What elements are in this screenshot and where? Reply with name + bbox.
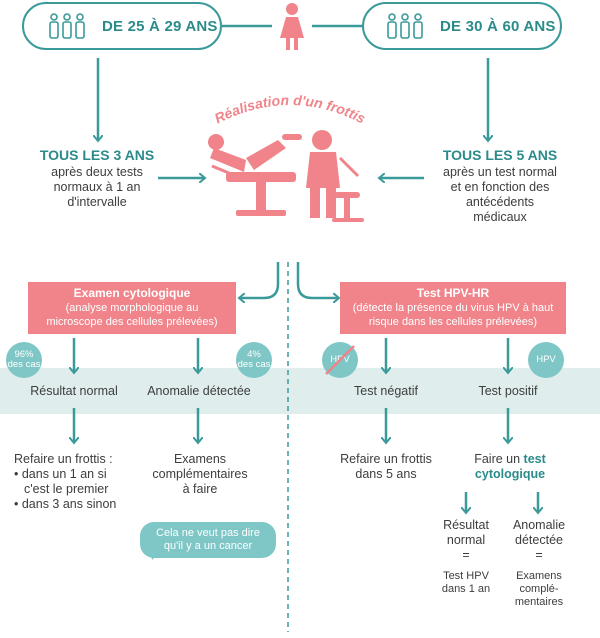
result-normal: Résultat normal	[30, 384, 118, 398]
test-positive: Test positif	[478, 384, 538, 398]
bubble-line: Cela ne veut pas dire	[156, 527, 260, 539]
age-label-right: DE 30 À 60 ANS	[440, 17, 556, 35]
sub-result-line: Résultat	[443, 518, 489, 532]
cytology-box: Examen cytologique (analyse morphologiqu…	[28, 282, 236, 334]
right-frequency-line: et en fonction des	[450, 180, 550, 194]
strike-icon	[325, 345, 355, 375]
hpv-line: risque dans les cellules prélevées)	[368, 316, 538, 328]
percent-4-badge: 4% des cas	[236, 342, 272, 378]
reassurance-bubble: Cela ne veut pas dire qu'il y a un cance…	[140, 522, 276, 558]
sub-result-small: dans 1 an	[441, 583, 491, 595]
left-frequency-title: TOUS LES 3 ANS	[39, 147, 155, 163]
negative-followup: Refaire un frottis dans 5 ans	[330, 452, 442, 482]
percent-caption: des cas	[7, 359, 41, 370]
sub-result-normal-action: Test HPV dans 1 an	[430, 570, 502, 596]
percent-value: 96%	[14, 349, 34, 360]
positive-followup-bold: test	[523, 452, 546, 466]
woman-icon	[280, 3, 304, 50]
anomaly-followup-line: à faire	[182, 482, 218, 496]
bubble-tail-icon	[150, 548, 164, 560]
anomaly-followup-line: complémentaires	[152, 467, 248, 481]
positive-followup: Faire un test cytologique	[452, 452, 568, 482]
anomaly-followup: Examens complémentaires à faire	[140, 452, 260, 497]
sub-result-small: Examens	[516, 570, 562, 582]
cytology-line: (analyse morphologique au	[65, 302, 199, 314]
sub-result-small: mentaires	[514, 596, 564, 608]
hpv-line: (détecte la présence du virus HPV à haut	[352, 302, 554, 314]
sub-result-line: Anomalie	[512, 518, 566, 532]
left-frequency-line: après deux tests	[51, 165, 143, 179]
age-pill-30-60: DE 30 À 60 ANS	[362, 2, 562, 50]
sub-result-line: détectée	[515, 533, 563, 547]
sub-result-small: Test HPV	[443, 570, 489, 582]
sub-result-line: =	[535, 548, 543, 562]
hpv-positive-icon: HPV	[528, 342, 564, 378]
people-icon	[49, 13, 85, 39]
right-frequency-line: après un test normal	[443, 165, 557, 179]
percent-caption: des cas	[237, 359, 271, 370]
normal-followup-item: • dans un 1 an si	[14, 467, 107, 481]
cytology-title: Examen cytologique	[73, 286, 191, 300]
left-frequency-line: d'intervalle	[67, 195, 127, 209]
right-frequency-line: médicaux	[473, 210, 527, 224]
sub-result-anomaly: Anomalie détectée =	[502, 518, 576, 563]
positive-followup-prefix: Faire un	[474, 452, 524, 466]
anomaly-followup-line: Examens	[173, 452, 227, 466]
left-frequency-line: normaux à 1 an	[53, 180, 141, 194]
hpv-box: Test HPV-HR (détecte la présence du viru…	[340, 282, 566, 334]
sub-result-small: complé-	[519, 583, 559, 595]
bubble-line: qu'il y a un cancer	[163, 540, 253, 552]
normal-followup: Refaire un frottis : • dans un 1 an si c…	[14, 452, 134, 512]
cytology-line: microscope des cellules prélevées)	[46, 316, 218, 328]
hpv-icon-label: HPV	[536, 354, 556, 365]
hpv-title: Test HPV-HR	[416, 286, 490, 300]
sub-result-normal: Résultat normal =	[432, 518, 500, 563]
people-icon	[387, 13, 423, 39]
negative-followup-line: dans 5 ans	[355, 467, 417, 481]
right-frequency-title: TOUS LES 5 ANS	[442, 147, 558, 163]
test-negative: Test négatif	[354, 384, 418, 398]
examination-scene-icon	[208, 130, 364, 222]
normal-followup-title: Refaire un frottis :	[14, 452, 113, 466]
result-band	[0, 368, 600, 414]
right-frequency-line: antécédents	[465, 195, 535, 209]
hpv-negative-icon: HPV	[322, 342, 358, 378]
percent-96-badge: 96% des cas	[6, 342, 42, 378]
percent-value: 4%	[247, 349, 261, 360]
normal-followup-item: c'est le premier	[24, 482, 109, 496]
smear-title: Réalisation d'un frottis	[212, 92, 369, 127]
positive-followup-bold: cytologique	[474, 467, 546, 481]
result-anomaly: Anomalie détectée	[147, 384, 251, 398]
age-label-left: DE 25 À 29 ANS	[102, 17, 218, 35]
right-frequency: TOUS LES 5 ANS après un test normal et e…	[420, 148, 580, 225]
sub-result-anomaly-action: Examens complé- mentaires	[502, 570, 576, 609]
sub-result-line: normal	[446, 533, 486, 547]
sub-result-line: =	[462, 548, 470, 562]
normal-followup-item: • dans 3 ans sinon	[14, 497, 117, 511]
age-pill-25-29: DE 25 À 29 ANS	[22, 2, 222, 50]
negative-followup-line: Refaire un frottis	[340, 452, 432, 466]
left-frequency: TOUS LES 3 ANS après deux tests normaux …	[22, 148, 172, 210]
